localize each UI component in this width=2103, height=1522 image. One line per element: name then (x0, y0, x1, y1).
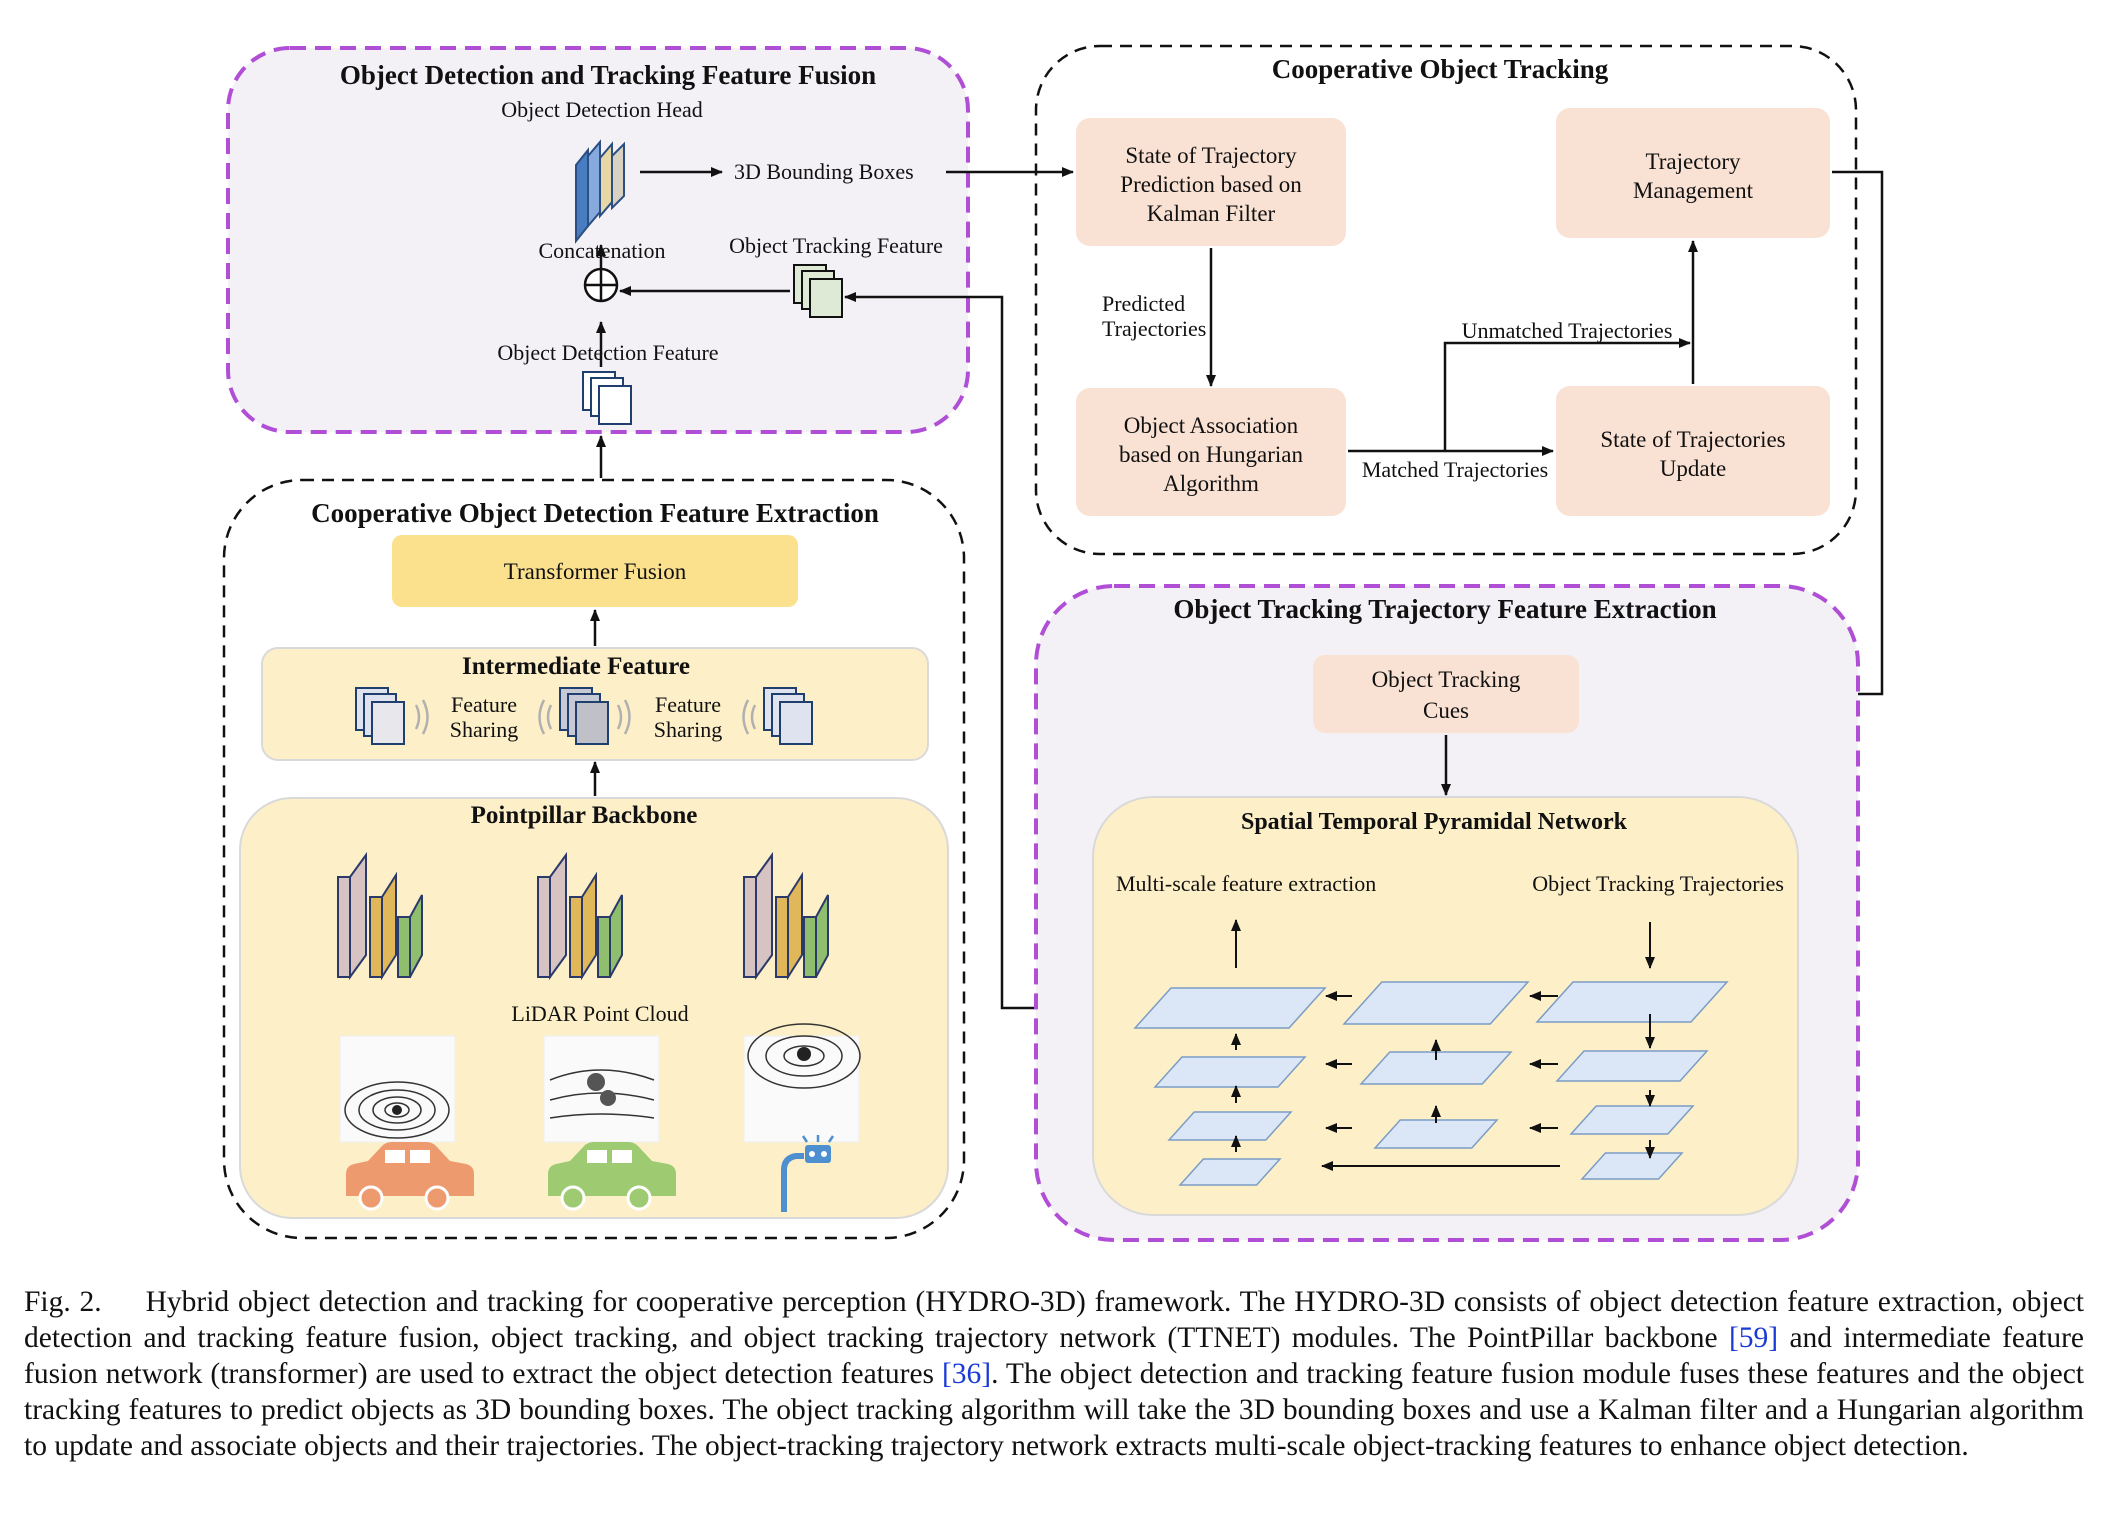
prediction-box: State of Trajectory Prediction based on … (1076, 118, 1346, 246)
wireless-icon-3 (616, 699, 631, 735)
detection-feature-icon (582, 371, 632, 425)
detection-head-icon (575, 139, 625, 244)
fusion-panel: Object Detection and Tracking Feature Fu… (226, 46, 970, 434)
svg-text:Pointpillar Backbone: Pointpillar Backbone (471, 802, 698, 829)
concatenation-icon (583, 267, 619, 303)
pyramid-plane-center-2 (1359, 1051, 1513, 1085)
extraction-panel: Cooperative Object Detection Feature Ext… (222, 478, 966, 1240)
point-cloud-image-2 (543, 1035, 660, 1143)
fusion-panel-title: Object Detection and Tracking Feature Fu… (340, 60, 876, 90)
pyramid-plane-right-4 (1580, 1152, 1684, 1180)
detection-head-label: Object Detection Head (501, 97, 703, 122)
caption-text-2: and intermediate feature fusion network … (24, 1322, 2084, 1390)
svg-text:Cues: Cues (1423, 698, 1469, 723)
caption-text-1: Hybrid object detection and tracking for… (24, 1286, 2084, 1354)
shared-feature-icon-left (355, 687, 405, 745)
extraction-panel-title: Cooperative Object Detection Feature Ext… (311, 498, 879, 528)
svg-text:Spatial Temporal Pyramidal Net: Spatial Temporal Pyramidal Network (1241, 809, 1628, 835)
svg-text:Prediction based on: Prediction based on (1120, 172, 1302, 197)
svg-text:Algorithm: Algorithm (1163, 471, 1259, 496)
caption-text-3: . The object detection and tracking feat… (24, 1358, 2084, 1462)
tracking-feature-label: Object Tracking Feature (729, 233, 943, 258)
point-cloud-image-3 (743, 1023, 861, 1143)
framework-diagram: Object Detection and Tracking Feature Fu… (222, 44, 1884, 1242)
matched-label: Matched Trajectories (1362, 457, 1548, 482)
svg-text:Sharing: Sharing (654, 717, 722, 742)
svg-text:Feature: Feature (655, 692, 721, 717)
backbone-stack-2 (537, 851, 623, 981)
car-icon-green (548, 1142, 676, 1211)
pyramid-plane-right-1 (1535, 981, 1729, 1023)
shared-feature-icon-right (763, 687, 813, 745)
svg-text:Kalman Filter: Kalman Filter (1147, 201, 1276, 226)
point-cloud-label: LiDAR Point Cloud (511, 1001, 688, 1026)
tracking-cues-box: Object Tracking Cues (1313, 655, 1579, 733)
wireless-icon-4 (742, 699, 757, 735)
wireless-icon-1 (414, 699, 429, 735)
svg-text:State of Trajectories: State of Trajectories (1600, 427, 1785, 452)
detection-feature-label: Object Detection Feature (497, 340, 718, 365)
backbone-stack-3 (743, 851, 829, 981)
svg-text:Object Tracking: Object Tracking (1372, 667, 1521, 692)
pyramid-planes (1133, 919, 1729, 1186)
caption-ref-36[interactable]: [36] (941, 1358, 992, 1390)
svg-text:State of Trajectory: State of Trajectory (1125, 143, 1297, 168)
svg-text:based on Hungarian: based on Hungarian (1119, 442, 1303, 467)
unmatched-label: Unmatched Trajectories (1462, 318, 1673, 343)
car-icon-orange (346, 1142, 474, 1211)
wireless-icon-2 (538, 699, 553, 735)
svg-text:Update: Update (1660, 456, 1726, 481)
svg-text:Intermediate Feature: Intermediate Feature (462, 653, 690, 680)
pyramid-plane-right-3 (1569, 1105, 1695, 1135)
shared-feature-icon-center (559, 687, 609, 745)
caption-ref-59[interactable]: [59] (1728, 1322, 1779, 1354)
bbox-output-label: 3D Bounding Boxes (734, 159, 914, 184)
trajectory-panel-title: Object Tracking Trajectory Feature Extra… (1173, 594, 1716, 624)
tracking-panel: Cooperative Object Tracking State of Tra… (1034, 44, 1858, 556)
intermediate-feature-box: Intermediate Feature Feature Sharing (261, 647, 929, 761)
pyramid-plane-left-1 (1133, 987, 1327, 1029)
pyramid-plane-left-2 (1153, 1056, 1307, 1088)
figure-caption: Fig. 2. Hybrid object detection and trac… (24, 1284, 2084, 1464)
svg-text:Trajectory: Trajectory (1646, 149, 1741, 174)
pyramid-plane-center-1 (1342, 981, 1530, 1025)
predicted-label-2: Trajectories (1102, 316, 1206, 341)
pyramid-plane-center-3 (1373, 1119, 1499, 1149)
svg-text:Sharing: Sharing (450, 717, 518, 742)
trajectory-panel: Object Tracking Trajectory Feature Extra… (1034, 584, 1860, 1242)
association-box: Object Association based on Hungarian Al… (1076, 388, 1346, 516)
pyramid-plane-right-2 (1555, 1050, 1709, 1082)
caption-fig-number: Fig. 2. (24, 1286, 102, 1318)
management-box: Trajectory Management (1556, 108, 1830, 238)
pyramid-plane-left-4 (1178, 1158, 1282, 1186)
svg-text:Transformer Fusion: Transformer Fusion (504, 559, 687, 584)
trajectories-label: Object Tracking Trajectories (1532, 871, 1784, 896)
predicted-label: Predicted (1102, 291, 1185, 316)
tracking-feature-icon (793, 264, 843, 318)
tracking-panel-title: Cooperative Object Tracking (1272, 54, 1609, 84)
update-box: State of Trajectories Update (1556, 386, 1830, 516)
svg-text:Object Association: Object Association (1124, 413, 1299, 438)
traffic-signal-icon (781, 1135, 835, 1212)
multiscale-label: Multi-scale feature extraction (1116, 871, 1376, 896)
backbone-stacks (337, 851, 829, 981)
svg-text:Feature: Feature (451, 692, 517, 717)
svg-text:Management: Management (1633, 178, 1754, 203)
backbone-stack-1 (337, 851, 423, 981)
transformer-fusion-box: Transformer Fusion (392, 535, 798, 607)
point-cloud-image-1 (339, 1035, 456, 1143)
